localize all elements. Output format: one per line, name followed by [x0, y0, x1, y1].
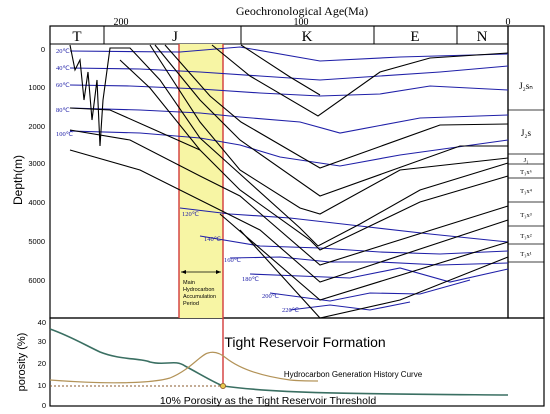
- temp-label-120: 120℃: [182, 211, 200, 218]
- period-n: N: [477, 29, 488, 45]
- period-j: J: [172, 29, 178, 45]
- hc-curve-label: Hydrocarbon Generation History Curve: [284, 370, 423, 379]
- age-tick-100: 100: [294, 17, 309, 28]
- temp-label-60: 60℃: [56, 82, 71, 89]
- porosity-tick-30: 30: [38, 337, 46, 346]
- depth-tick-3000: 3000: [28, 159, 45, 168]
- porosity-tick-40: 40: [38, 318, 46, 327]
- strata-column: J₂sₙ J₂s J₁ T₃x⁶ T₃x⁴ T₃x³ T₃x² T₃x¹: [508, 81, 544, 263]
- stratum-j2sn: J₂sₙ: [519, 81, 533, 91]
- threshold-point: [219, 382, 226, 389]
- age-tick-200: 200: [114, 17, 129, 28]
- temp-label-220: 220℃: [282, 307, 300, 314]
- temp-label-200: 200℃: [262, 293, 280, 300]
- stratum-t3x2: T₃x²: [520, 233, 531, 240]
- porosity-tick-0: 0: [42, 401, 46, 410]
- stratum-j2s: J₂s: [521, 128, 532, 138]
- accum-label-1: Main: [183, 280, 195, 286]
- depth-tick-1000: 1000: [28, 83, 45, 92]
- temp-label-20: 20℃: [56, 48, 71, 55]
- accum-label-4: Period: [183, 301, 199, 307]
- porosity-tick-20: 20: [38, 359, 46, 368]
- isotherm-lines: [69, 46, 509, 311]
- depth-tick-6000: 6000: [28, 276, 45, 285]
- period-e: E: [410, 29, 419, 45]
- temp-label-180: 180℃: [242, 276, 260, 283]
- age-tick-0: 0: [506, 17, 511, 28]
- porosity-curve: [49, 328, 509, 396]
- porosity-axis-label: porosity (%): [16, 333, 28, 392]
- depth-tick-5000: 5000: [28, 237, 45, 246]
- stratum-t3x4: T₃x⁴: [520, 188, 532, 195]
- depth-tick-4000: 4000: [28, 198, 45, 207]
- hydrocarbon-generation-curve: [49, 351, 319, 384]
- period-t: T: [72, 29, 81, 45]
- stratum-t3x6: T₃x⁶: [520, 169, 532, 176]
- tight-reservoir-title: Tight Reservoir Formation: [224, 334, 385, 350]
- porosity-panel-frame: [49, 317, 545, 407]
- temp-label-40: 40℃: [56, 65, 71, 72]
- stratum-t3x3: T₃x³: [520, 212, 531, 219]
- accumulation-arrow: [181, 270, 221, 274]
- age-axis-title: Geochronological Age(Ma): [236, 4, 368, 18]
- temp-label-160: 160℃: [224, 257, 242, 264]
- stratum-t3x1: T₃x¹: [520, 251, 531, 258]
- temp-label-80: 80℃: [56, 107, 71, 114]
- depth-tick-0: 0: [41, 45, 45, 54]
- accum-label-3: Accumulation: [183, 294, 216, 300]
- depth-tick-2000: 2000: [28, 122, 45, 131]
- burial-curves: [69, 44, 509, 319]
- threshold-label: 10% Porosity as the Tight Reservoir Thre…: [160, 395, 376, 407]
- period-bar: T J K E N: [50, 26, 508, 45]
- temp-label-140: 140℃: [204, 236, 222, 243]
- stratum-j1: J₁: [524, 157, 529, 164]
- accum-label-2: Hydrocarbon: [183, 287, 215, 293]
- depth-axis-label: Depth(m): [11, 155, 25, 205]
- temp-label-100: 100℃: [56, 131, 74, 138]
- period-k: K: [302, 29, 313, 45]
- porosity-tick-10: 10: [38, 381, 46, 390]
